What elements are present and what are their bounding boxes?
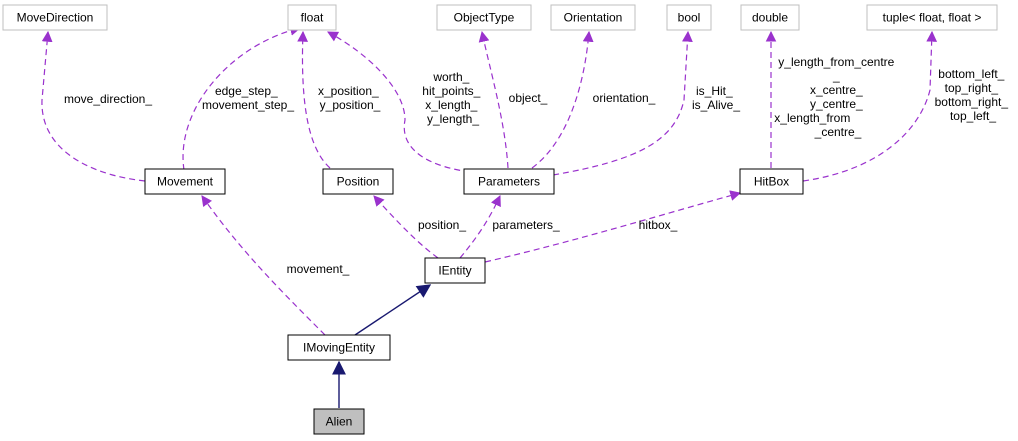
node-position[interactable]: Position bbox=[322, 168, 394, 195]
node-orientation[interactable]: Orientation bbox=[550, 4, 636, 31]
edge-parameters-object-type bbox=[478, 30, 509, 169]
label-position-float: x_position_ y_position_ bbox=[318, 84, 382, 112]
edge-imoving-entity-ientity bbox=[354, 284, 432, 336]
svg-text:Parameters: Parameters bbox=[478, 175, 540, 189]
edge-parameters-float bbox=[327, 31, 471, 173]
svg-text:Orientation: Orientation bbox=[564, 11, 623, 25]
edge-ientity-parameters bbox=[459, 195, 501, 259]
node-object-type[interactable]: ObjectType bbox=[436, 4, 532, 31]
edge-ientity-hitbox bbox=[484, 190, 742, 263]
svg-text:IMovingEntity: IMovingEntity bbox=[303, 341, 375, 355]
edge-parameters-orientation bbox=[531, 30, 594, 169]
node-movement[interactable]: Movement bbox=[144, 168, 226, 195]
label-parameters-orientation: orientation_ bbox=[593, 91, 656, 105]
svg-text:tuple< float, float >: tuple< float, float > bbox=[883, 11, 982, 25]
node-bool[interactable]: bool bbox=[666, 4, 712, 31]
label-ientity-parameters: parameters_ bbox=[492, 218, 560, 232]
label-parameters-object-type: object_ bbox=[509, 91, 548, 105]
svg-text:Alien: Alien bbox=[326, 415, 353, 429]
edge-parameters-bool bbox=[552, 30, 693, 176]
edge-labels: move_direction_ edge_step_ movement_step… bbox=[64, 55, 1012, 276]
label-movement-float: edge_step_ movement_step_ bbox=[202, 84, 294, 112]
svg-text:Movement: Movement bbox=[157, 175, 214, 189]
label-hitbox-double: y_length_from_centre _ x_centre_ y_centr… bbox=[774, 55, 897, 139]
label-parameters-float: worth_ hit_points_ x_length_ y_length_ bbox=[422, 70, 483, 126]
node-hitbox[interactable]: HitBox bbox=[739, 168, 804, 195]
edge-hitbox-tuple bbox=[802, 30, 938, 182]
node-float[interactable]: float bbox=[287, 4, 337, 31]
node-parameters[interactable]: Parameters bbox=[463, 168, 555, 195]
label-parameters-bool: is_Hit_ is_Alive_ bbox=[692, 84, 740, 112]
node-imoving-entity[interactable]: IMovingEntity bbox=[287, 334, 391, 361]
svg-text:ObjectType: ObjectType bbox=[454, 11, 515, 25]
svg-text:MoveDirection: MoveDirection bbox=[17, 11, 94, 25]
nodes: MoveDirection float ObjectType Orientati… bbox=[2, 4, 998, 435]
label-hitbox-tuple: bottom_left_ top_right_ bottom_right_ to… bbox=[935, 67, 1012, 123]
svg-text:double: double bbox=[752, 11, 788, 25]
node-move-direction[interactable]: MoveDirection bbox=[2, 4, 108, 31]
svg-text:HitBox: HitBox bbox=[754, 175, 789, 189]
svg-text:Position: Position bbox=[337, 175, 380, 189]
node-double[interactable]: double bbox=[740, 4, 800, 31]
svg-text:float: float bbox=[301, 11, 324, 25]
label-ientity-position: position_ bbox=[418, 218, 466, 232]
node-ientity[interactable]: IEntity bbox=[424, 257, 486, 284]
label-move-direction: move_direction_ bbox=[64, 92, 152, 106]
svg-text:bool: bool bbox=[678, 11, 701, 25]
node-alien[interactable]: Alien bbox=[313, 408, 365, 435]
edge-movement-float bbox=[182, 25, 302, 171]
node-tuple[interactable]: tuple< float, float > bbox=[866, 4, 998, 31]
edges-inheritance bbox=[332, 284, 432, 408]
label-ientity-movement: movement_ bbox=[287, 262, 350, 276]
edges-member bbox=[41, 25, 938, 336]
svg-text:IEntity: IEntity bbox=[438, 264, 471, 278]
label-ientity-hitbox: hitbox_ bbox=[639, 218, 678, 232]
edge-movement-move-direction bbox=[41, 30, 146, 182]
edge-position-float bbox=[297, 30, 331, 169]
edge-ientity-movement bbox=[201, 195, 326, 336]
